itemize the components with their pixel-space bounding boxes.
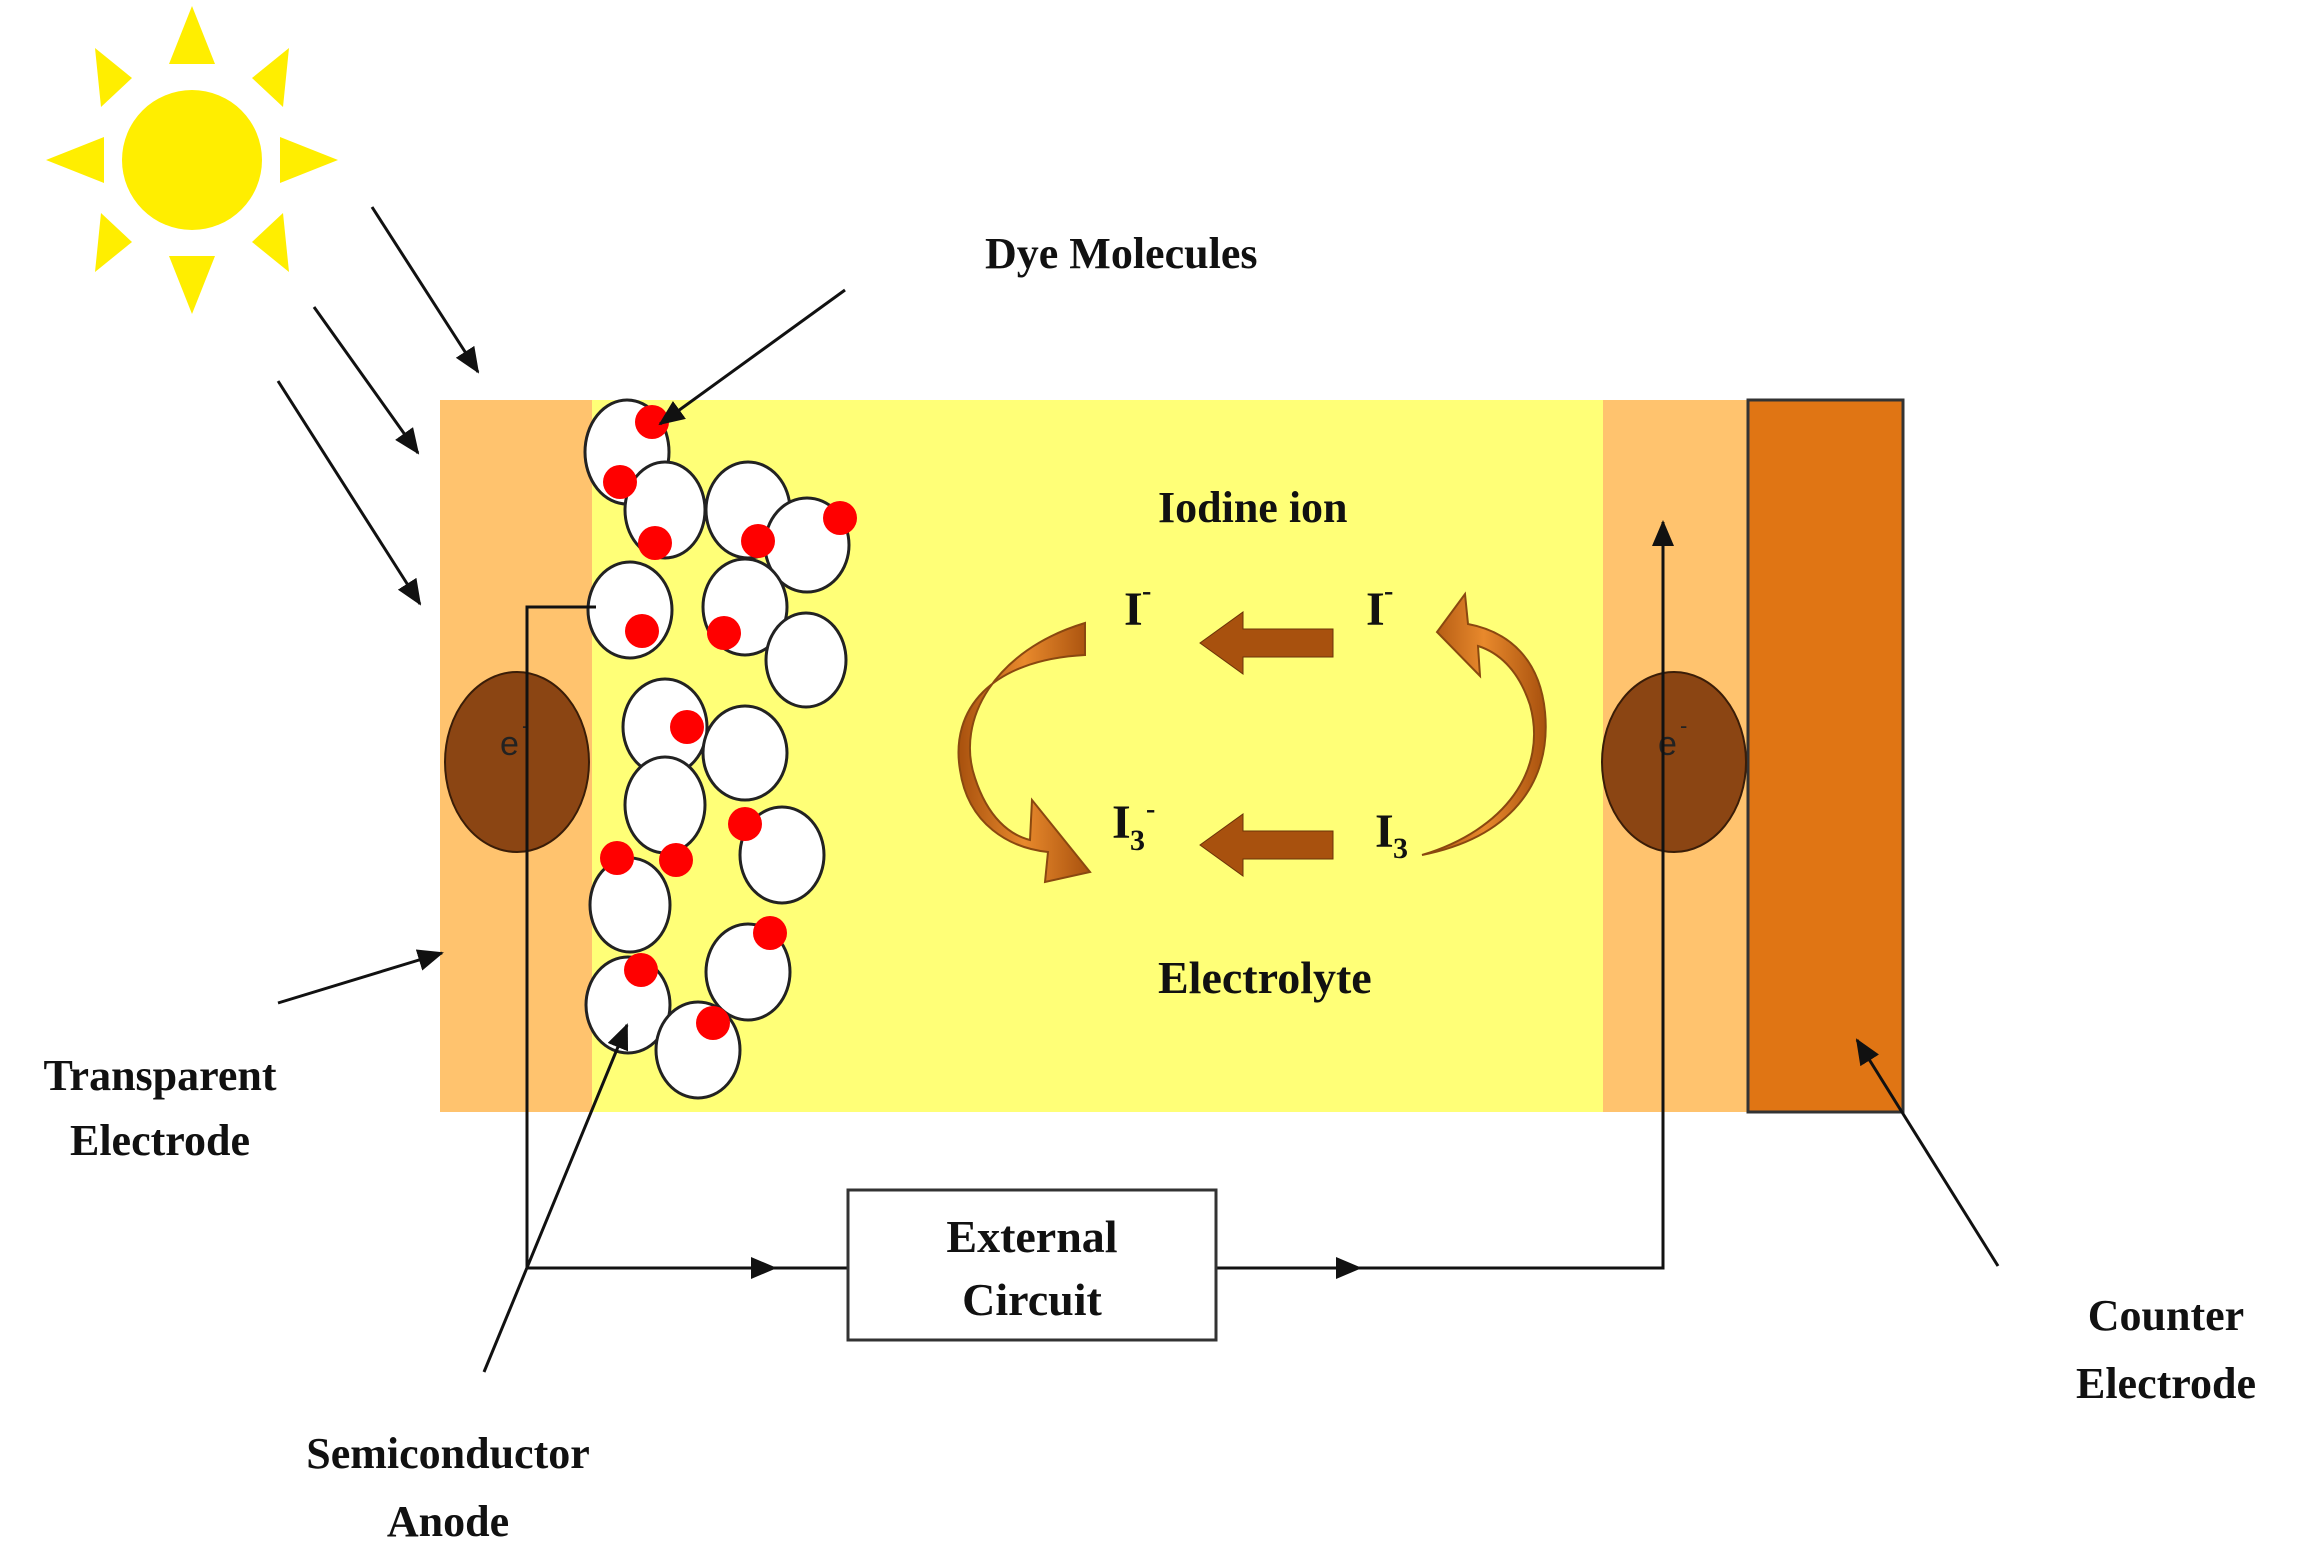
counter-electrode-leader-arrow [1855, 1038, 2000, 1267]
semiconductor-particle [588, 856, 672, 954]
svg-text:e: e [1658, 725, 1677, 763]
anode-leader-arrow [482, 1023, 629, 1373]
sun-core [122, 90, 262, 230]
label-counter-electrode: Electrode [2076, 1359, 2256, 1408]
transparent-electrode-leader-arrow [277, 949, 444, 1005]
counter-electrode [1746, 398, 1905, 1114]
svg-text:-: - [1680, 713, 1687, 738]
light-arrow [312, 306, 420, 455]
label-transparent-electrode: Electrode [70, 1116, 250, 1165]
sun-rays [46, 6, 338, 314]
dye-molecule [659, 843, 693, 877]
label-transparent-electrode: Transparent [43, 1051, 276, 1100]
label-semiconductor-anode: Semiconductor [306, 1429, 590, 1478]
dye-leader-arrow [658, 288, 846, 426]
semiconductor-particle [738, 805, 826, 905]
dye-molecule [670, 710, 704, 744]
external-circuit-box: External Circuit [846, 1188, 1218, 1342]
ion-triiodide-right: I 3 [1375, 805, 1408, 865]
svg-text:3: 3 [1393, 832, 1408, 865]
light-arrow [370, 206, 480, 374]
circuit-wires [525, 520, 1674, 1279]
svg-text:e: e [500, 725, 519, 763]
dye-molecule [600, 841, 634, 875]
ion-iodide-right: I - [1366, 576, 1393, 636]
label-semiconductor-anode: Anode [387, 1497, 509, 1546]
electron-left: e - [444, 671, 590, 853]
curved-arrow-left [957, 621, 1092, 884]
svg-text:I: I [1366, 583, 1385, 636]
leader-arrows [277, 288, 2000, 1373]
svg-text:I: I [1112, 796, 1131, 849]
svg-text:-: - [1142, 576, 1151, 607]
semiconductor-particle [764, 611, 848, 709]
semiconductor-particle [623, 755, 707, 855]
semiconductor-particles [583, 398, 857, 1100]
svg-text:3: 3 [1130, 824, 1145, 857]
ion-iodide-left: I - [1124, 576, 1151, 636]
curved-arrow-right [1421, 591, 1547, 856]
label-counter-electrode: Counter [2088, 1291, 2244, 1340]
dye-molecule [823, 501, 857, 535]
reaction-arrows [1199, 611, 1334, 877]
dye-molecule [696, 1006, 730, 1040]
svg-text:I: I [1375, 805, 1394, 858]
semiconductor-particle [586, 560, 674, 660]
dye-molecule [707, 616, 741, 650]
svg-text:-: - [1146, 794, 1155, 825]
triiodide-arrow [1199, 813, 1334, 877]
svg-text:External: External [946, 1211, 1117, 1262]
dye-molecule [625, 614, 659, 648]
label-electrolyte: Electrolyte [1158, 952, 1372, 1003]
light-arrows [276, 206, 480, 606]
iodide-arrow [1199, 611, 1334, 675]
dye-molecule [624, 953, 658, 987]
ion-triiodide-left: I 3 - [1112, 794, 1155, 857]
label-dye-molecules: Dye Molecules [985, 229, 1257, 278]
dye-molecule [753, 916, 787, 950]
svg-text:-: - [1384, 576, 1393, 607]
dye-molecule [728, 807, 762, 841]
electron-right: e - [1601, 671, 1747, 853]
dye-molecule [638, 526, 672, 560]
light-arrow [276, 380, 422, 606]
svg-text:I: I [1124, 583, 1143, 636]
dye-molecule [603, 465, 637, 499]
label-iodine-ion: Iodine ion [1158, 483, 1348, 532]
dye-molecule [741, 524, 775, 558]
svg-text:Circuit: Circuit [962, 1274, 1102, 1325]
cathode-lead [1216, 526, 1665, 1270]
sun-icon [46, 6, 338, 314]
semiconductor-particle [701, 704, 789, 802]
